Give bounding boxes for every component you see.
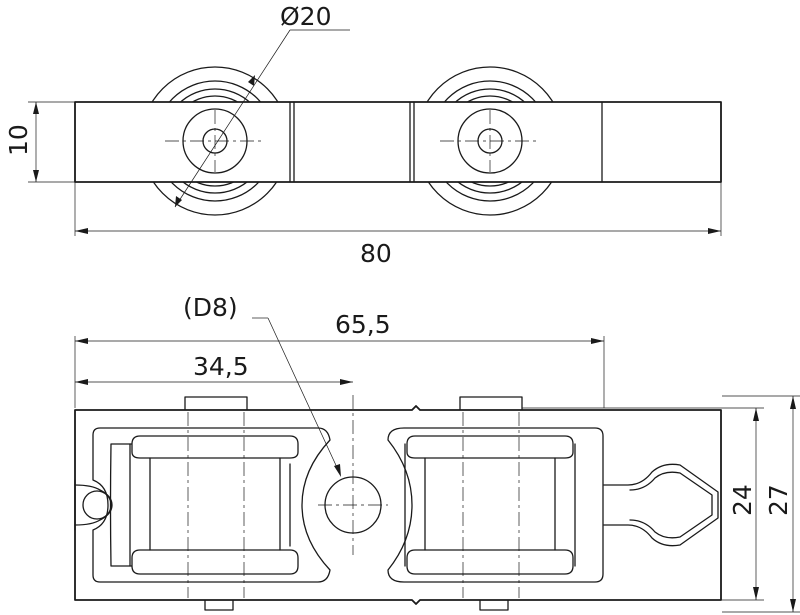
hole-leader [252, 317, 341, 477]
inner-height-dimension [522, 407, 764, 601]
top-view: Ø20 10 80 [4, 2, 722, 268]
top-bar-body [74, 101, 722, 183]
left-slot [74, 484, 113, 526]
outer-height-label: 27 [764, 484, 793, 516]
right-roller [404, 412, 576, 598]
left-roller [129, 412, 299, 598]
diameter-leader [174, 29, 350, 208]
height-dimension [28, 101, 75, 183]
right-hub [440, 108, 540, 174]
long-dimension [74, 336, 605, 408]
bottom-axle-pins [204, 597, 509, 611]
diameter-label: Ø20 [280, 2, 332, 31]
mounting-hole [318, 395, 388, 555]
inner-height-label: 24 [728, 484, 757, 516]
right-keyhole [603, 463, 719, 547]
hole-label: (D8) [183, 293, 238, 322]
left-hub [165, 108, 265, 174]
length-dimension [74, 182, 722, 236]
height-label: 10 [4, 124, 33, 156]
short-dimension-label: 34,5 [193, 352, 249, 381]
length-label: 80 [360, 239, 392, 268]
short-dimension [75, 379, 353, 385]
top-axle-pins [184, 396, 523, 413]
side-view: (D8) 65,5 34,5 24 [74, 293, 800, 613]
outer-height-dimension [722, 395, 800, 613]
long-dimension-label: 65,5 [335, 310, 391, 339]
